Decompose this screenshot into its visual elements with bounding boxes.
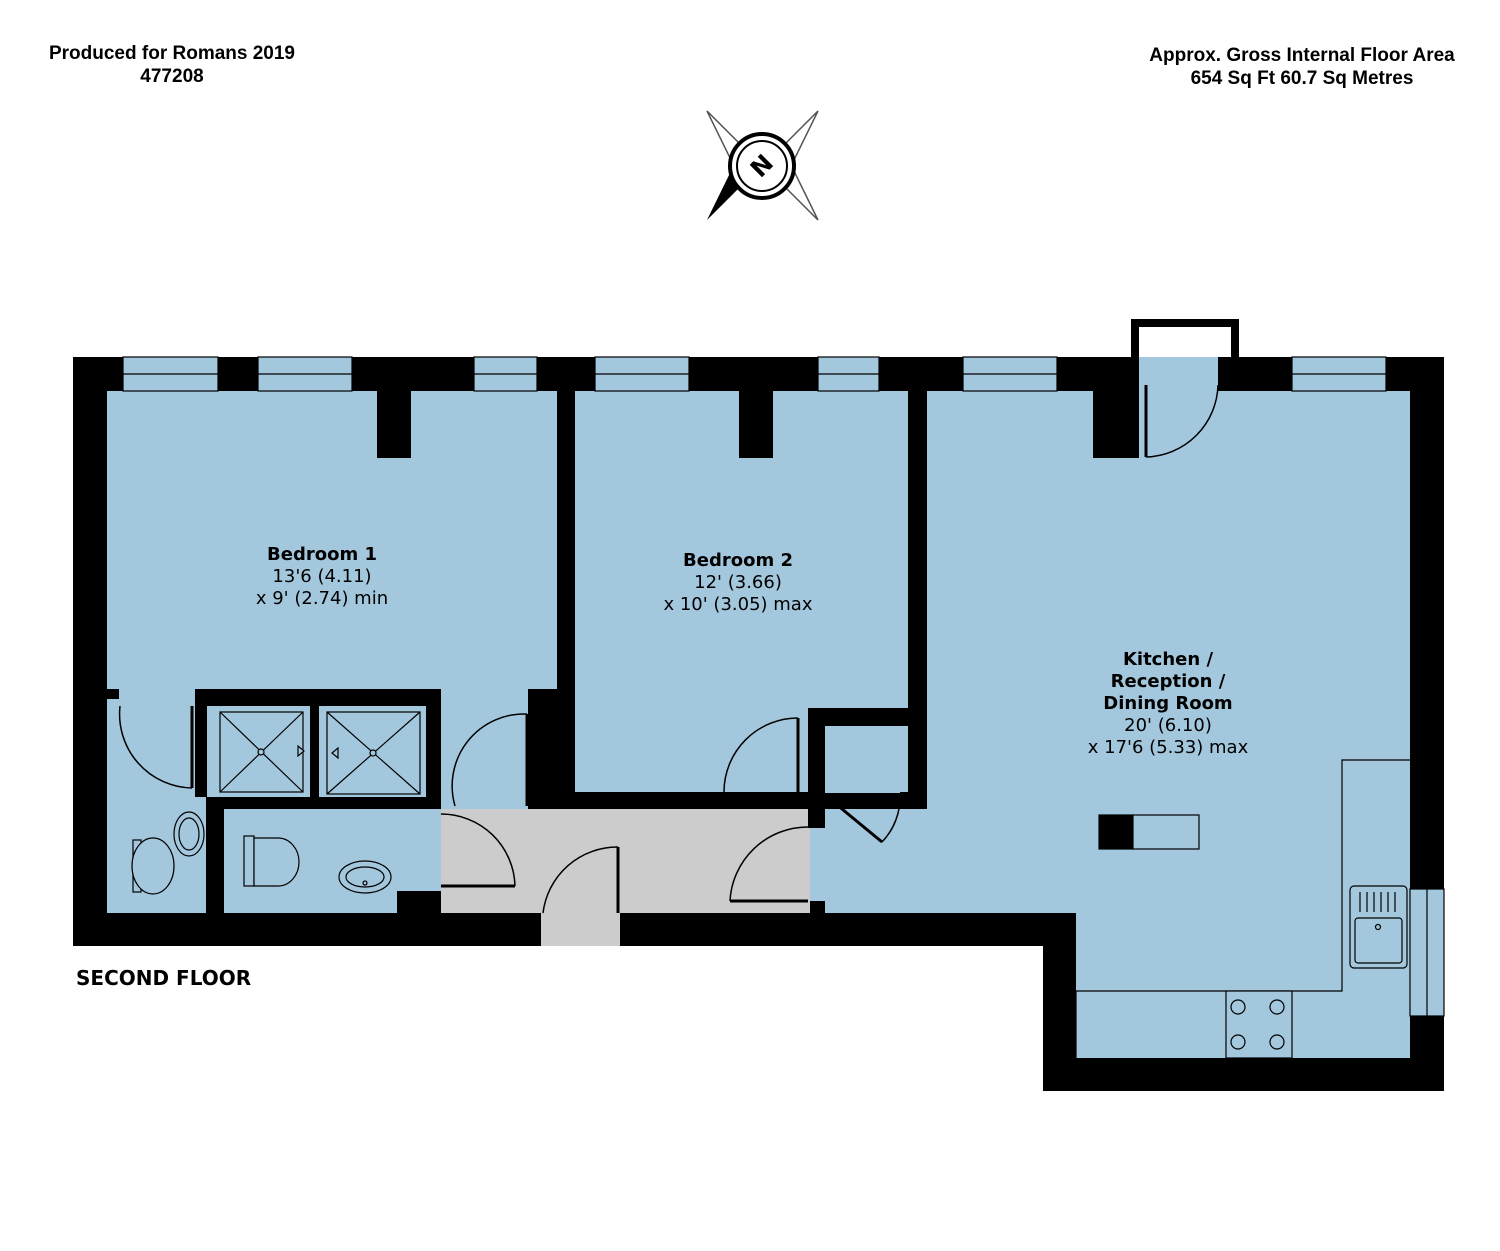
wall-bed1-bed2 (557, 391, 575, 809)
kitchen-name-3: Dining Room (1103, 693, 1232, 714)
kitchen-name-1: Kitchen / (1123, 649, 1213, 670)
door-bed2-hall (723, 717, 799, 793)
windows (122, 356, 1445, 1017)
bedroom-2-dim-2: x 10' (3.05) max (663, 594, 812, 615)
room-label-bedroom-2: Bedroom 2 12' (3.66) x 10' (3.05) max (663, 550, 812, 615)
doors (118, 384, 1219, 914)
kitchen-dim-1: 20' (6.10) (1124, 715, 1212, 736)
wc-right (243, 835, 300, 887)
wall-cupboard-top (808, 708, 908, 726)
interior-walls (107, 391, 1139, 913)
door-bathroom (440, 813, 516, 887)
floor-label: SECOND FLOOR (76, 966, 251, 990)
wall-bath-bottom-stub (397, 891, 441, 913)
kitchen-fittings (1075, 759, 1410, 1059)
bedroom-2-dim-1: 12' (3.66) (694, 572, 782, 593)
basin-right (338, 860, 392, 894)
wall-cupboard-bottom (900, 792, 927, 809)
door-entrance (542, 846, 619, 914)
header-right: Approx. Gross Internal Floor Area 654 Sq… (1122, 44, 1482, 90)
bedroom-1-name: Bedroom 1 (267, 544, 377, 565)
basin-left (173, 811, 205, 857)
kitchen-sink (1349, 885, 1408, 969)
sanitary-fittings (131, 711, 421, 895)
wall-bath-left (195, 689, 207, 797)
balcony (1131, 319, 1239, 391)
shower-tray-1 (219, 711, 305, 793)
header-left: Produced for Romans 2019 477208 (12, 42, 332, 88)
bedroom-1-dim-2: x 9' (2.74) min (256, 588, 388, 609)
bedroom-2-name: Bedroom 2 (683, 550, 793, 571)
wall-cupboard-left (808, 708, 825, 828)
compass-north-icon: N (706, 110, 819, 221)
wc-left (131, 837, 175, 895)
wall-hall-top-left (528, 792, 723, 809)
kitchen-entry (810, 809, 927, 913)
wall-bed2-chimney (739, 391, 773, 458)
door-bed1-hall (451, 713, 528, 807)
kitchen-island (1098, 814, 1200, 850)
entrance-opening (541, 913, 620, 946)
wall-bath-right (426, 689, 441, 809)
wall-bed1-left-stub (107, 689, 119, 699)
bedroom-1-right-strip (441, 689, 528, 809)
wall-kitchen-pier (1127, 391, 1139, 458)
hob (1225, 990, 1293, 1059)
bedroom-1-dim-1: 13'6 (4.11) (272, 566, 371, 587)
reference-number: 477208 (140, 66, 204, 87)
cupboard-area (825, 726, 908, 793)
door-kitchen (729, 826, 809, 902)
wall-hall-end (810, 901, 825, 913)
wall-wc (206, 797, 224, 913)
kitchen-worktop (1076, 759, 1410, 992)
bedroom-1-area (107, 391, 557, 689)
wall-shower-divider (310, 706, 319, 809)
wall-kitchen-chimney (1093, 391, 1127, 458)
door-bed1-ensuite (118, 705, 193, 789)
kitchen-name-2: Reception / (1111, 671, 1226, 692)
wall-bath-top (195, 689, 441, 706)
kitchen-dim-2: x 17'6 (5.33) max (1088, 737, 1249, 758)
wall-bed2-kitchen (908, 391, 927, 809)
wall-bed1-chimney (377, 391, 411, 458)
room-label-kitchen: Kitchen / Reception / Dining Room 20' (6… (1088, 649, 1249, 758)
door-balcony (1145, 384, 1219, 458)
floor-area-value: 654 Sq Ft 60.7 Sq Metres (1190, 68, 1414, 89)
produced-for-text: Produced for Romans 2019 (48, 43, 296, 64)
floor-area-title: Approx. Gross Internal Floor Area (1149, 45, 1455, 66)
wall-bath-mid (207, 797, 319, 809)
shower-tray-2 (326, 711, 421, 795)
hallway (441, 809, 810, 913)
room-label-bedroom-1: Bedroom 1 13'6 (4.11) x 9' (2.74) min (256, 544, 388, 609)
